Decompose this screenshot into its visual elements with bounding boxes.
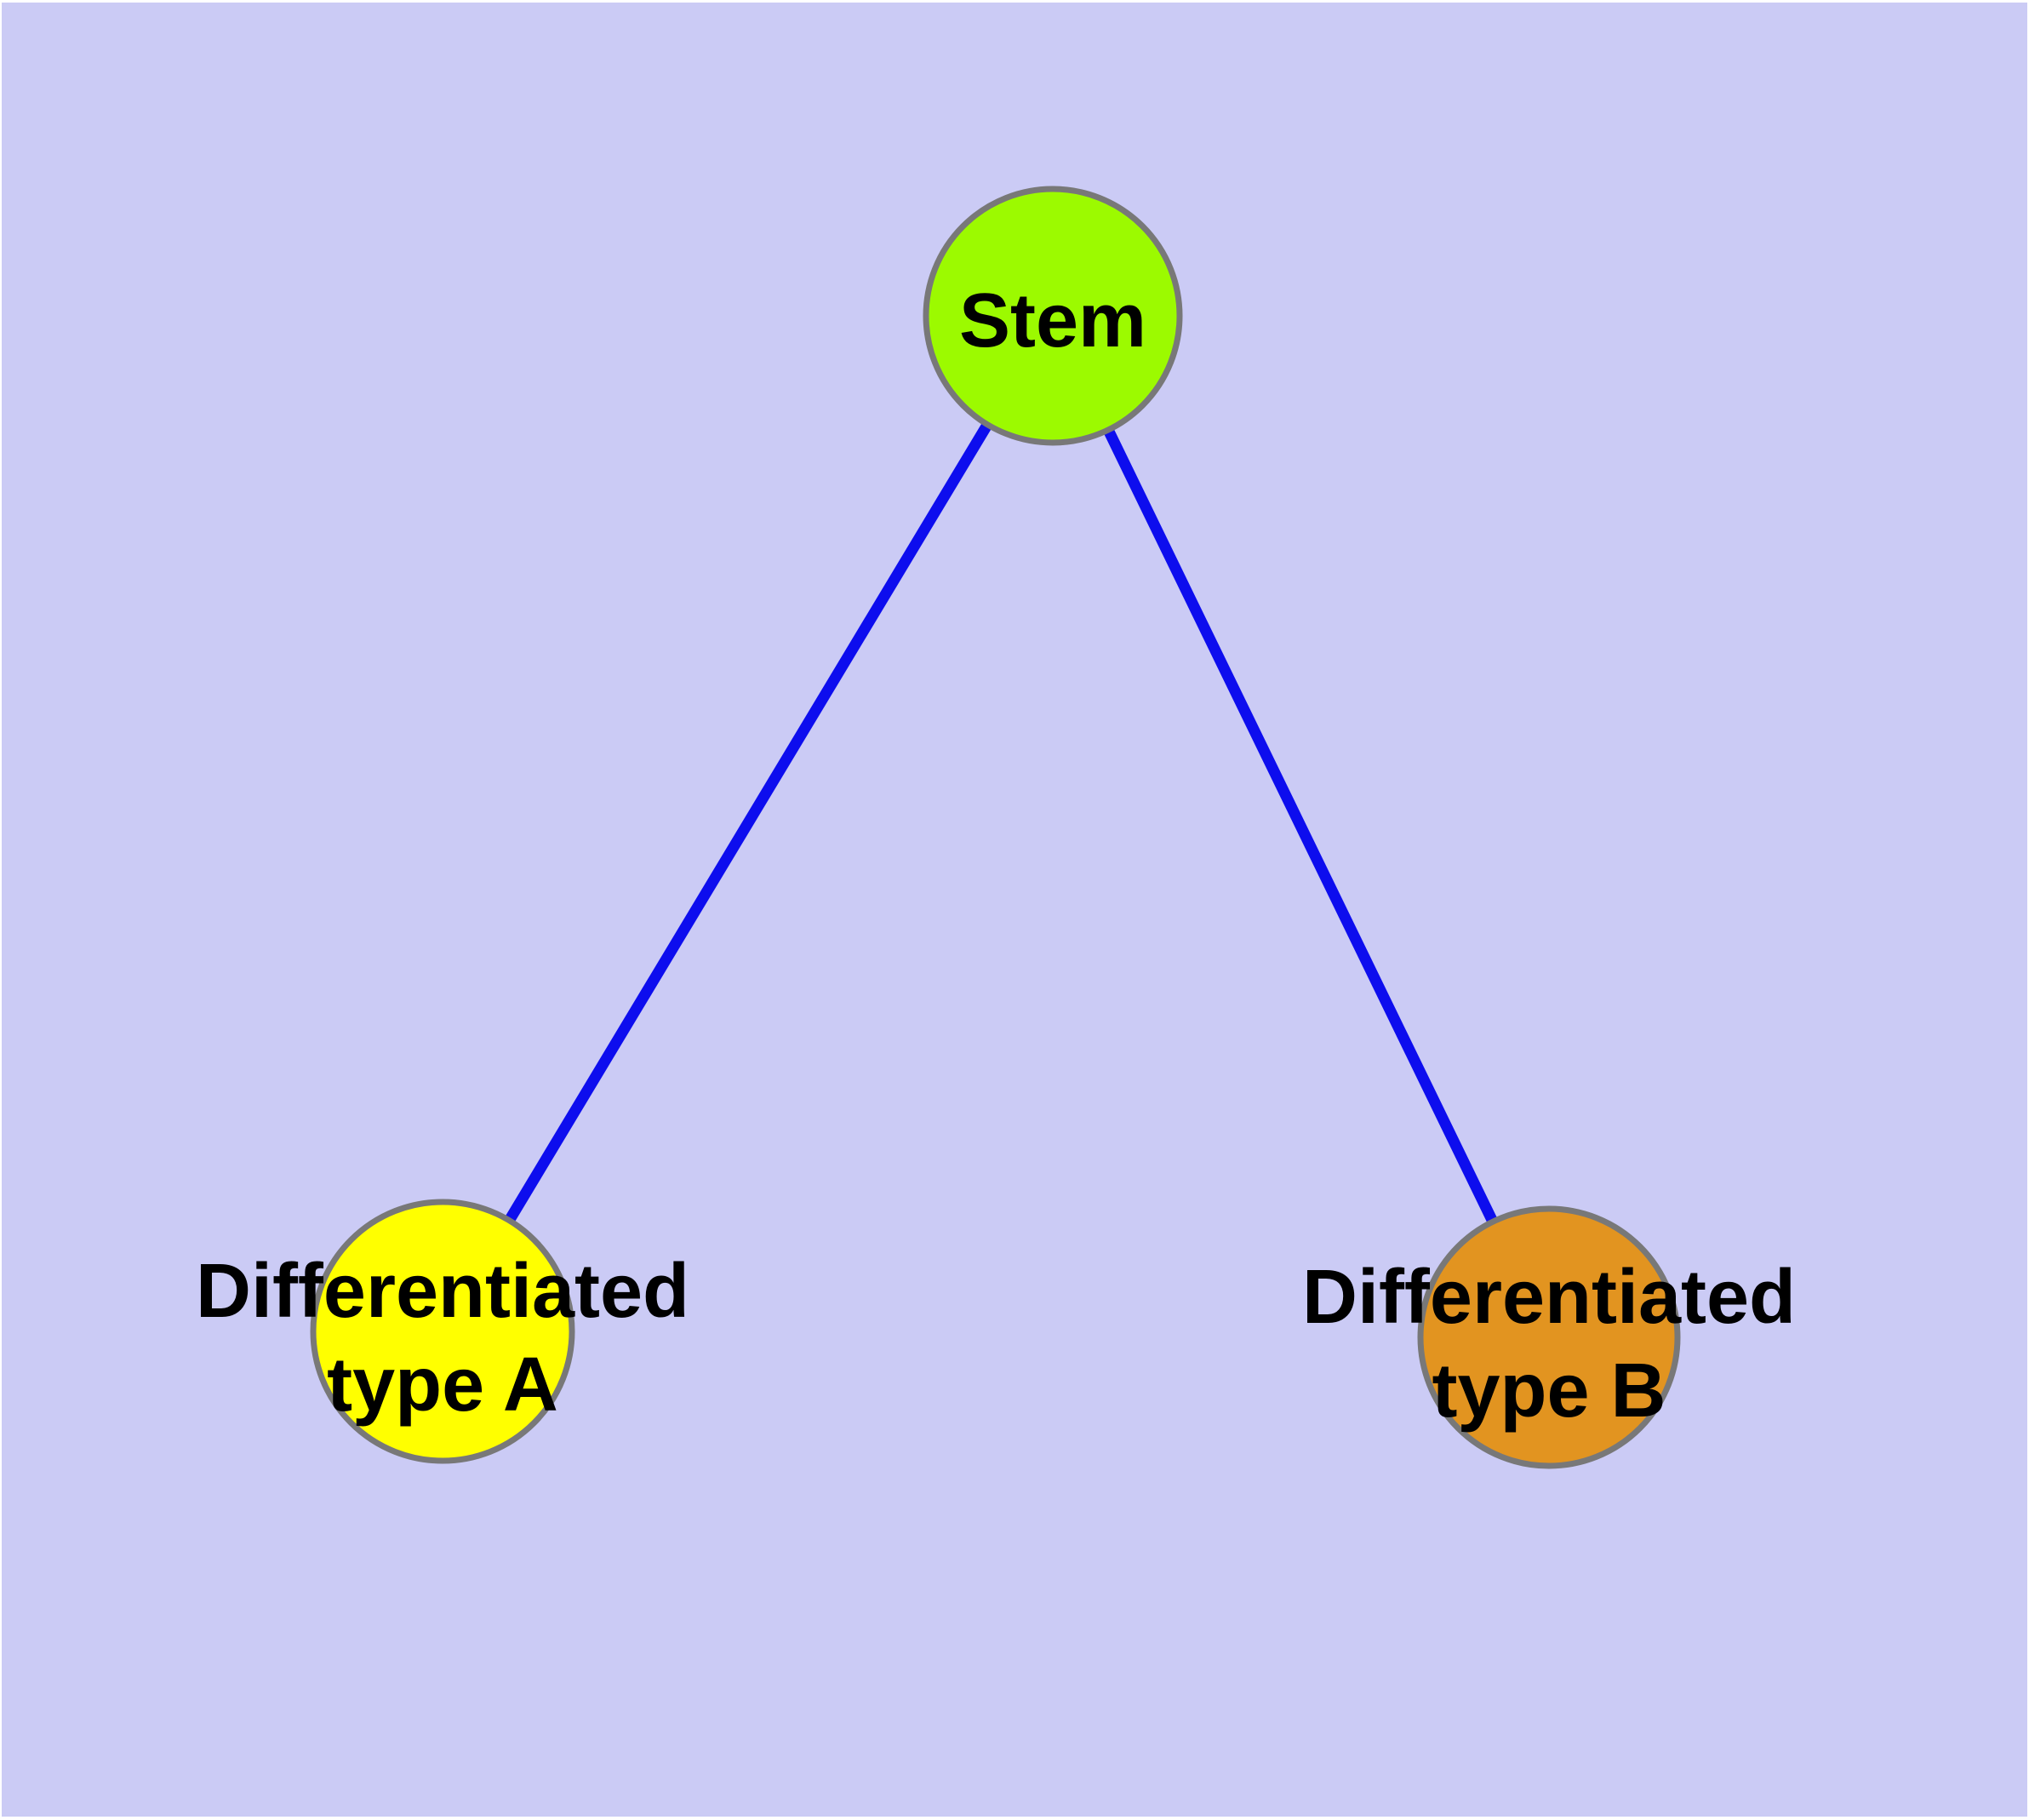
node-type-a-circle	[310, 1199, 575, 1464]
node-type-b-label-line1: Differentiated	[1302, 1255, 1796, 1340]
edge-stem-to-type-b	[1048, 313, 1554, 1340]
node-group	[310, 186, 1681, 1469]
node-type-a-label-line2: type A	[327, 1342, 558, 1428]
node-stem-circle	[923, 186, 1183, 446]
node-type-a-label-line1: Differentiated	[196, 1249, 689, 1334]
edge-group	[437, 312, 1554, 1340]
node-type-b-circle	[1417, 1205, 1681, 1469]
node-type-b-label-line2: type B	[1432, 1348, 1666, 1434]
edge-stem-to-type-a	[437, 312, 1058, 1335]
node-stem-label: Stem	[959, 278, 1146, 363]
label-group: Stem Differentiated type A Differentiate…	[196, 278, 1796, 1434]
